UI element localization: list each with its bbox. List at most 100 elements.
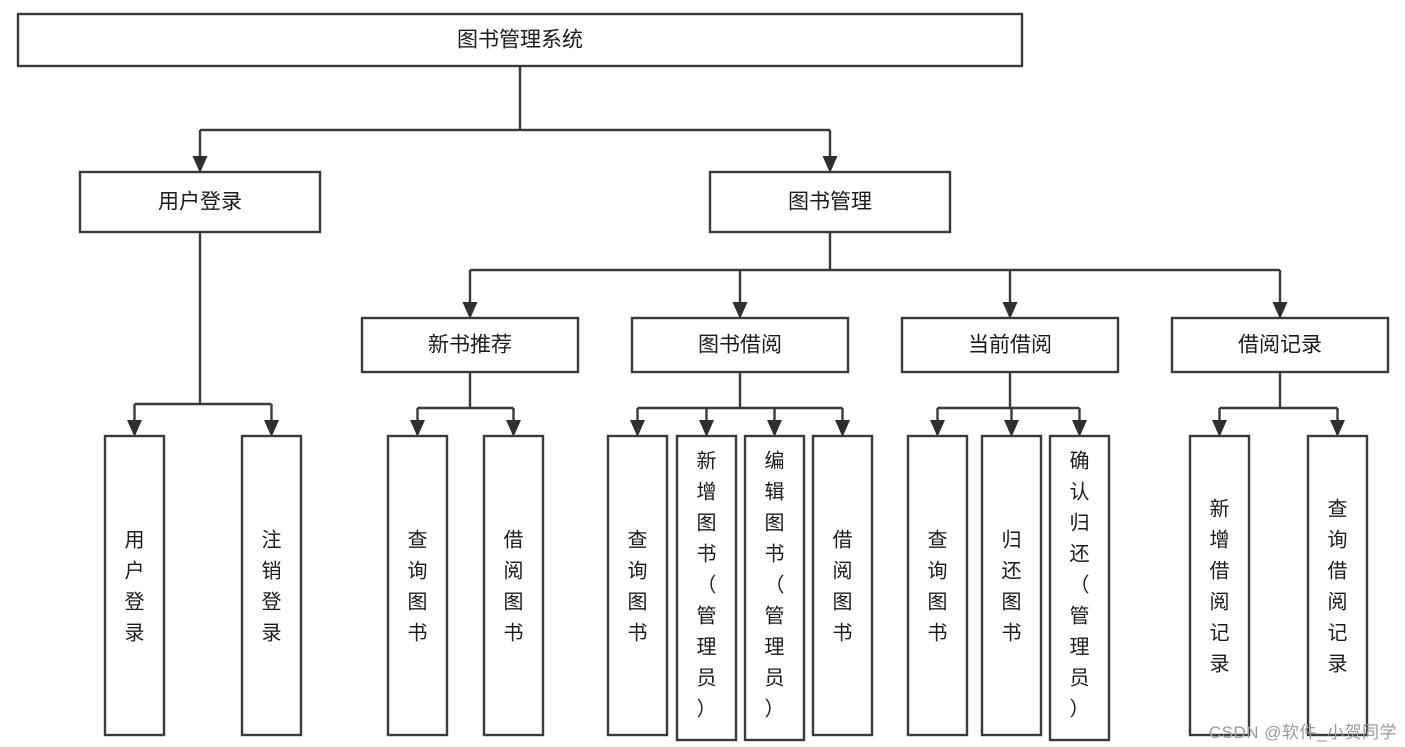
node-label-char: 图: [928, 591, 948, 613]
node-label-char: 辑: [765, 480, 785, 503]
node-label-char: 图: [1002, 591, 1022, 613]
node-label-char: ）: [697, 697, 717, 720]
node-label-char: 阅: [833, 559, 853, 582]
node-label-char: 登: [125, 590, 145, 613]
csdn-watermark: CSDN @软件_小贺同学: [1208, 723, 1397, 742]
node-label: 图书借阅: [698, 334, 782, 357]
node-box[interactable]: [386, 434, 449, 737]
node-box[interactable]: [811, 434, 874, 737]
node-label-char: 还: [1002, 559, 1022, 582]
node-label-char: 图: [408, 591, 428, 613]
node-label-char: 借: [1210, 559, 1230, 582]
node-label-char: 归: [1070, 511, 1090, 534]
node-label: 借阅记录: [1238, 334, 1322, 357]
node-box[interactable]: [1188, 434, 1251, 737]
node-box[interactable]: [103, 434, 166, 737]
node-label-char: 新: [1210, 497, 1230, 520]
node-label-char: 编: [765, 449, 785, 472]
node-label-char: 借: [1328, 559, 1348, 582]
node-label-char: 理: [765, 636, 785, 658]
node-box[interactable]: [360, 316, 580, 374]
node-label-char: 阅: [1210, 590, 1230, 613]
node-borrow-record[interactable]: 借阅记录: [1170, 316, 1390, 374]
node-label-char: 图: [504, 591, 524, 613]
node-label-char: 书: [697, 542, 717, 565]
node-box[interactable]: [606, 434, 669, 737]
node-label-char: ）: [1070, 697, 1090, 720]
node-box[interactable]: [1048, 434, 1111, 742]
node-label-char: ）: [765, 697, 785, 720]
node-box[interactable]: [1170, 316, 1390, 374]
node-label-char: 员: [697, 667, 717, 689]
arrow-head-icon: [462, 302, 478, 319]
node-label: 图书管理系统: [457, 29, 583, 52]
node-leaf-user-login[interactable]: 用户登录: [103, 434, 166, 737]
node-label-char: 书: [833, 621, 853, 644]
node-box[interactable]: [630, 316, 850, 374]
node-label-char: 录: [262, 622, 282, 644]
node-user-login[interactable]: 用户登录: [78, 170, 322, 234]
node-root[interactable]: 图书管理系统: [16, 12, 1024, 68]
arrow-head-icon: [192, 156, 208, 173]
arrow-head-icon: [630, 420, 645, 437]
arrow-head-icon: [1272, 302, 1288, 319]
node-label-char: 书: [1002, 621, 1022, 644]
node-label-char: 还: [1070, 542, 1090, 565]
node-new-book-recommend[interactable]: 新书推荐: [360, 316, 580, 374]
node-label-char: 书: [504, 621, 524, 644]
node-label-char: 借: [504, 528, 524, 551]
node-box[interactable]: [675, 434, 738, 742]
node-label-char: 询: [928, 559, 948, 582]
node-box[interactable]: [240, 434, 303, 737]
node-label-char: 查: [1328, 497, 1348, 520]
node-label: 用户登录: [158, 191, 242, 214]
node-box[interactable]: [900, 316, 1120, 374]
node-label-char: 录: [125, 622, 145, 644]
node-label-char: 查: [408, 528, 428, 551]
node-label-char: 录: [1210, 653, 1230, 675]
node-label: 图书管理: [788, 191, 872, 214]
node-label: 当前借阅: [968, 334, 1052, 357]
node-box[interactable]: [906, 434, 969, 737]
node-label-char: 理: [697, 636, 717, 658]
node-label-char: 记: [1328, 621, 1348, 644]
arrow-head-icon: [835, 420, 850, 437]
node-book-borrow[interactable]: 图书借阅: [630, 316, 850, 374]
node-box[interactable]: [16, 12, 1024, 68]
node-box[interactable]: [708, 170, 952, 234]
arrow-head-icon: [1002, 302, 1018, 319]
node-label-char: 书: [928, 621, 948, 644]
node-box[interactable]: [1306, 434, 1369, 737]
node-box[interactable]: [78, 170, 322, 234]
arrow-head-icon: [822, 156, 838, 173]
node-book-management[interactable]: 图书管理: [708, 170, 952, 234]
node-label-char: （: [765, 573, 785, 596]
arrow-head-icon: [930, 420, 945, 437]
arrow-head-icon: [699, 420, 714, 437]
arrow-head-icon: [732, 302, 748, 319]
node-current-borrow[interactable]: 当前借阅: [900, 316, 1120, 374]
node-box[interactable]: [980, 434, 1043, 737]
node-box[interactable]: [482, 434, 545, 737]
node-box[interactable]: [743, 434, 806, 742]
node-label-char: 认: [1070, 480, 1090, 503]
node-label: 新书推荐: [428, 334, 512, 357]
node-label-char: 登: [262, 590, 282, 613]
node-label-char: 图: [833, 591, 853, 613]
node-label-char: 员: [1070, 667, 1090, 689]
arrow-head-icon: [1004, 420, 1019, 437]
node-label-char: 询: [1328, 528, 1348, 551]
